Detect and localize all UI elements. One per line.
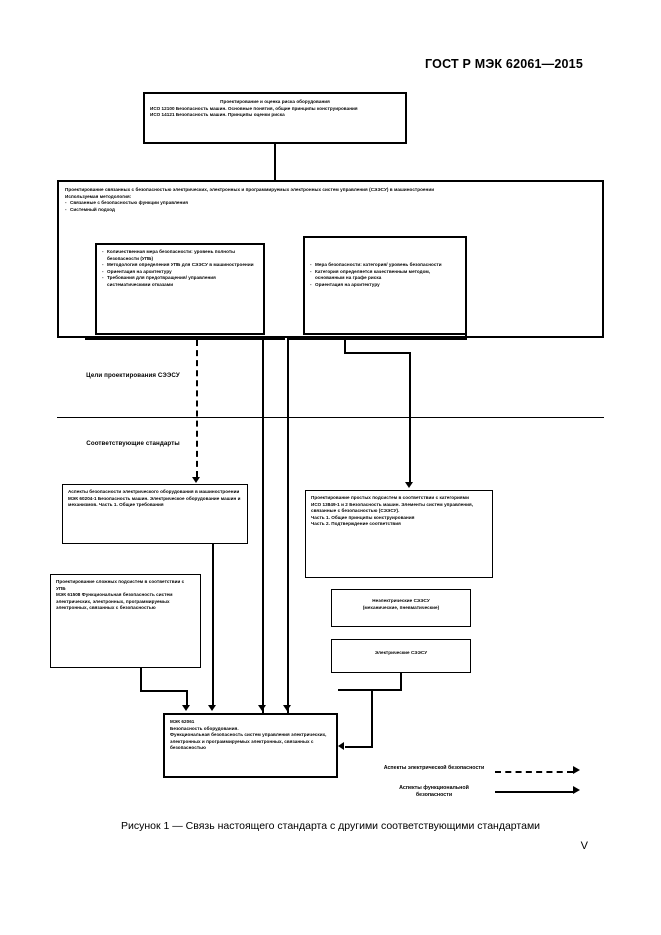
box-seesu-design-line-2: Используемая методология: xyxy=(65,193,132,199)
box-iso-13849-line-2: ИСО 13849-1 и 2 Безопасность машин. Элем… xyxy=(311,501,475,514)
box-iec-62061-line-1: Безопасность оборудования. xyxy=(170,725,239,731)
connector-electric-across xyxy=(338,689,402,691)
box-quantitative-measure: Количественная мера безопасности: уровен… xyxy=(95,243,265,335)
connector-electric-down xyxy=(400,673,402,691)
connector-top-to-outer xyxy=(274,144,276,180)
section-divider xyxy=(57,417,604,418)
arrowhead-iec61508-iec62061 xyxy=(182,705,190,711)
connector-iec61508-across xyxy=(140,690,188,692)
connector-right-vertical xyxy=(371,689,373,747)
box-non-electric-seesu-subtitle: (механические, пневматические) xyxy=(362,604,440,610)
connector-quant-to-iec62061 xyxy=(262,338,264,713)
box-electric-seesu: Электрические СЭЭСУ xyxy=(331,639,471,673)
label-relevant-standards: Соответствующие стандарты xyxy=(86,440,180,447)
legend-dashed-line-icon xyxy=(495,771,573,773)
legend-label-functional: Аспекты функциональной безопасности xyxy=(399,785,469,799)
legend-row-functional: Аспекты функциональной безопасности xyxy=(383,785,603,805)
document-header: ГОСТ Р МЭК 62061—2015 xyxy=(425,57,583,71)
box-qualitative-bullet-2: Категория определяется качественным мето… xyxy=(310,269,460,282)
box-non-electric-seesu: Неэлектрические СЭЭСУ (механические, пне… xyxy=(331,589,471,627)
box-quantitative-measure-bullets: Количественная мера безопасности: уровен… xyxy=(102,249,258,288)
legend-row-electrical: Аспекты электрической безопасности xyxy=(383,765,603,785)
connector-dashed-to-iec60204 xyxy=(196,340,198,477)
connector-iec61508-into xyxy=(186,690,188,705)
box-risk-assessment-line-2: ИСО 14121 Безопасность машин. Принципы о… xyxy=(150,112,285,118)
connector-right-into-62061 xyxy=(345,746,373,748)
arrowhead-quant-iec62061 xyxy=(258,705,266,711)
box-quantitative-bullet-2: Методология определения УПБ для СЭЭСУ в … xyxy=(102,262,258,269)
figure-caption: Рисунок 1 — Связь настоящего стандарта с… xyxy=(120,820,541,832)
box-iso-13849-line-4: Часть 2. Подтверждение соответствия xyxy=(311,521,401,527)
arrowhead-right-into-62061 xyxy=(338,742,344,750)
box-quantitative-bullet-1: Количественная мера безопасности: уровен… xyxy=(102,249,258,262)
box-iec-61508-line-2: МЭК 61508 Функциональная безопасность си… xyxy=(56,592,174,611)
arrowhead-iso13849 xyxy=(405,482,413,488)
connector-bar-left xyxy=(85,338,285,340)
box-iso-13849: Проектирование простых подсистем в соотв… xyxy=(305,490,493,578)
legend-label-electrical: Аспекты электрической безопасности xyxy=(383,765,485,771)
box-iec-62061: МЭК 62061 Безопасность оборудования. Фун… xyxy=(163,713,338,778)
box-risk-assessment-title: Проектирование и оценка риска оборудован… xyxy=(220,99,330,104)
box-seesu-design-bullets: Связанные с безопасностью функции управл… xyxy=(65,200,596,213)
box-iec-60204-line-1: Аспекты безопасности электрического обор… xyxy=(68,489,240,494)
box-seesu-design-bullet-1: Связанные с безопасностью функции управл… xyxy=(65,200,596,207)
connector-iec61508-down xyxy=(140,668,142,692)
box-seesu-design-line-1: Проектирование связанных с безопасностью… xyxy=(65,187,435,192)
connector-step-horizontal xyxy=(344,352,411,354)
connector-step-to-iso13849 xyxy=(409,352,411,484)
label-design-goals: Цели проектирования СЭЭСУ xyxy=(86,372,180,379)
arrowhead-dashed-iec60204 xyxy=(192,477,200,483)
connector-step-vertical-left xyxy=(344,338,346,354)
box-qualitative-bullet-3: Ориентация на архитектуру xyxy=(310,282,460,289)
box-quantitative-bullet-4: Требования для предотвращения/ управлени… xyxy=(102,275,258,288)
box-qualitative-measure-bullets: Мера безопасности: категория/ уровень бе… xyxy=(310,262,460,288)
box-iec-61508-line-1: Проектирование сложных подсистем в соотв… xyxy=(56,579,186,591)
connector-qual-down-stub xyxy=(465,335,467,340)
connector-bar-right xyxy=(287,338,467,340)
connector-outer-to-iec62061 xyxy=(287,338,289,713)
arrowhead-iec60204-iec62061 xyxy=(208,705,216,711)
legend-solid-arrow-icon xyxy=(573,786,580,794)
box-non-electric-seesu-title: Неэлектрические СЭЭСУ xyxy=(372,598,430,603)
legend-dashed-arrow-icon xyxy=(573,766,580,774)
box-iso-13849-line-1: Проектирование простых подсистем в соотв… xyxy=(311,495,469,500)
box-seesu-design-bullet-2: Системный подход xyxy=(65,207,596,214)
arrowhead-outer-iec62061 xyxy=(283,705,291,711)
legend-solid-line-icon xyxy=(495,791,575,794)
box-iec-60204: Аспекты безопасности электрического обор… xyxy=(62,484,248,544)
box-electric-seesu-title: Электрические СЭЭСУ xyxy=(374,650,428,655)
figure-legend: Аспекты электрической безопасности Аспек… xyxy=(383,765,603,805)
box-quantitative-bullet-3: Ориентация на архитектуру xyxy=(102,269,258,276)
box-qualitative-measure: Мера безопасности: категория/ уровень бе… xyxy=(303,236,467,335)
box-iec-62061-line-2: Функциональная безопасность систем управ… xyxy=(170,732,328,751)
box-qualitative-bullet-1: Мера безопасности: категория/ уровень бе… xyxy=(310,262,460,269)
box-iec-60204-line-2: МЭК 60204-1 Безопасность машин. Электрич… xyxy=(68,495,242,508)
box-iso-13849-line-3: Часть 1. Общие принципы конструирования xyxy=(311,514,415,520)
page-number: V xyxy=(580,840,588,852)
box-iec-61508: Проектирование сложных подсистем в соотв… xyxy=(50,574,201,668)
box-iec-62061-title: МЭК 62061 xyxy=(170,719,195,724)
box-risk-assessment: Проектирование и оценка риска оборудован… xyxy=(143,92,407,144)
connector-iec60204-to-iec62061 xyxy=(212,544,214,705)
box-risk-assessment-line-1: ИСО 12100 Безопасность машин. Основные п… xyxy=(150,105,358,111)
